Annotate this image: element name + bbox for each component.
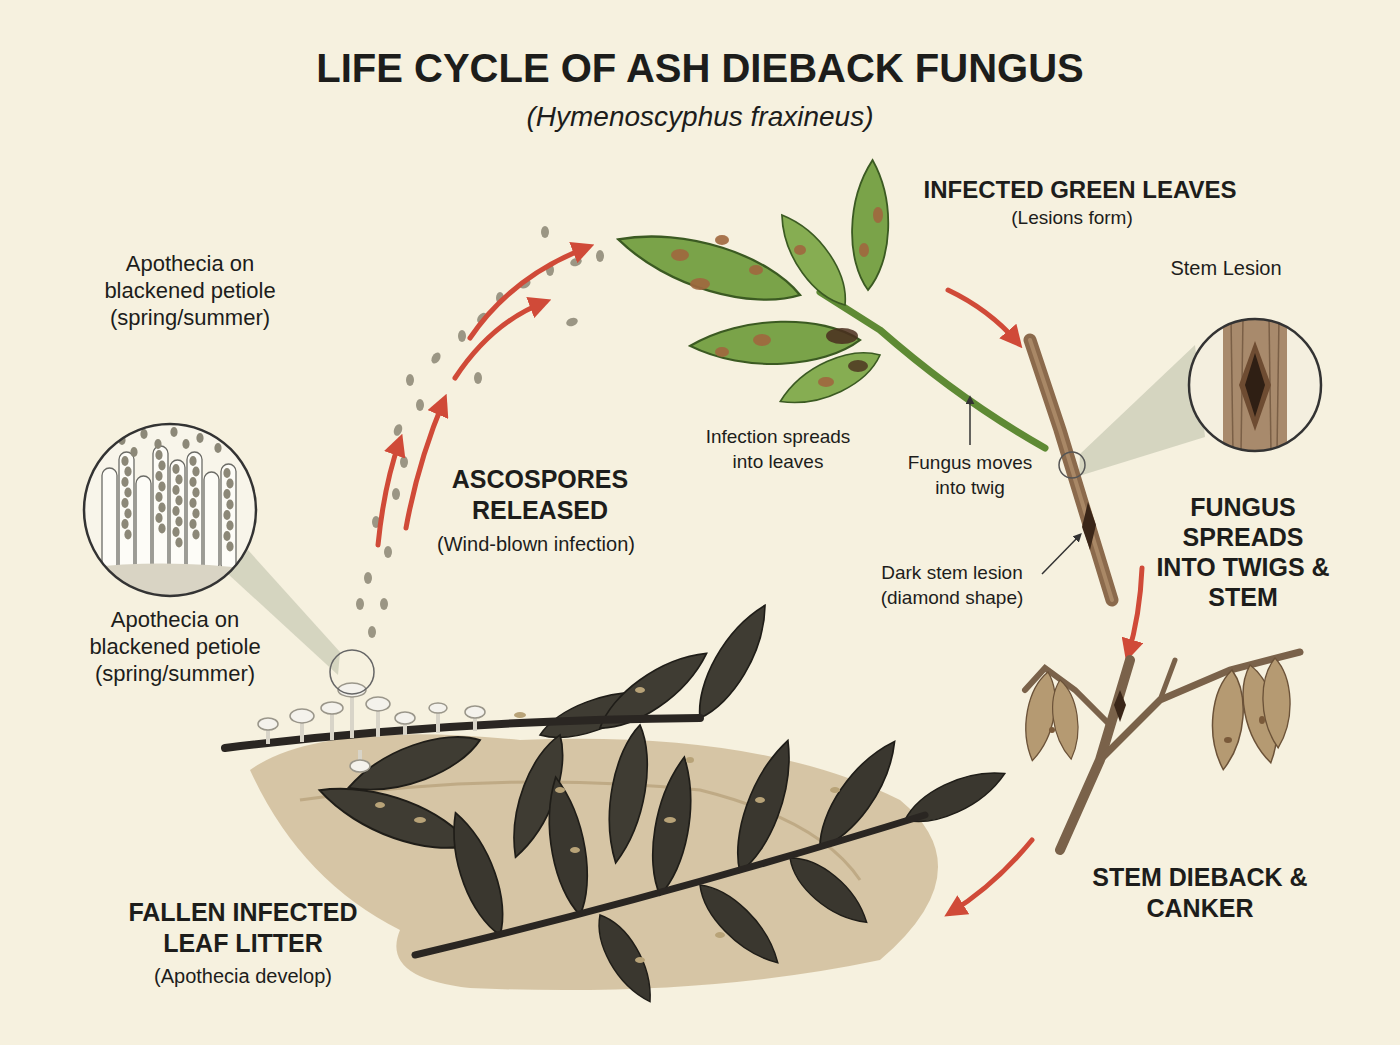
stage-label: ASCOSPORES RELEASED xyxy=(440,464,640,526)
stage-label: FUNGUS SPREADS INTO TWIGS & STEM xyxy=(1153,492,1333,612)
callout-heading: Apothecia on blackened petiole (spring/s… xyxy=(78,606,273,687)
asci-illustration xyxy=(82,422,258,598)
magnified-view-circle: Apothecia on blackened petiole (spring/s… xyxy=(82,422,258,598)
callout-heading: Stem Lesion xyxy=(1136,256,1316,280)
stage-note: (Lesions form) xyxy=(952,207,1192,230)
stage-label: FALLEN INFECTED LEAF LITTER xyxy=(113,897,373,959)
subtitle: (Hymenoscyphus fraxineus) xyxy=(250,100,1150,134)
stage-note: (Apothecia develop) xyxy=(113,964,373,988)
annotation: Infection spreads into leaves xyxy=(688,424,868,474)
diagram-title: LIFE CYCLE OF ASH DIEBACK FUNGUS xyxy=(50,44,1350,92)
stage-label: INFECTED GREEN LEAVES xyxy=(870,176,1290,205)
annotation: Fungus moves into twig xyxy=(895,450,1045,500)
callout-heading: Apothecia on blackened petiole (spring/s… xyxy=(93,250,288,331)
stage-note: (Wind-blown infection) xyxy=(406,532,666,556)
magnified-view-circle: Stem Lesion xyxy=(1187,317,1323,453)
annotation: Dark stem lesion (diamond shape) xyxy=(862,560,1042,610)
stage-label: STEM DIEBACK & CANKER xyxy=(1065,862,1335,924)
stem-lesion-illustration xyxy=(1187,317,1323,453)
